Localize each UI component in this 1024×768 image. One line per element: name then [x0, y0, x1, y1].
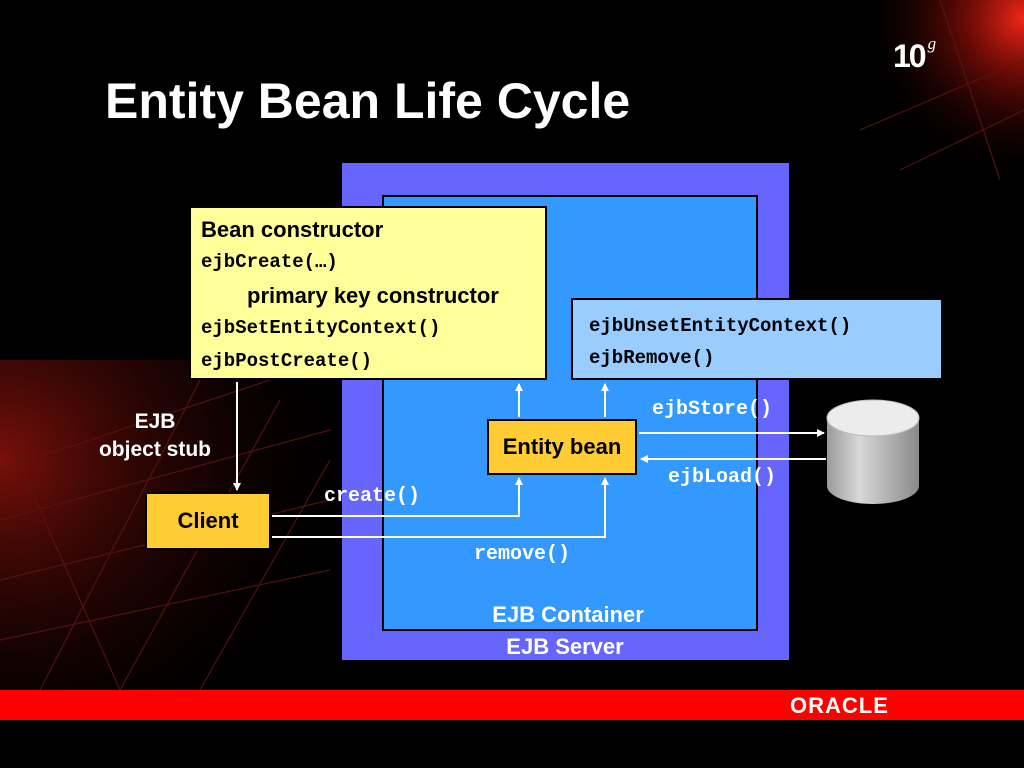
- remove-call-label: remove(): [474, 543, 571, 566]
- ejb-object-stub-label: EJB object stub: [60, 408, 250, 464]
- stub-label-line2: object stub: [98, 438, 211, 461]
- ejbunsetentitycontext-text: ejbUnsetEntityContext(): [589, 315, 852, 337]
- remove-lifecycle-box: ejbUnsetEntityContext() ejbRemove(): [571, 298, 943, 380]
- entity-bean-box: Entity bean: [487, 419, 637, 475]
- client-box: Client: [145, 492, 271, 550]
- database-icon: [826, 399, 920, 504]
- footer-bar: [0, 690, 1024, 720]
- ejbpostcreate-text: ejbPostCreate(): [201, 350, 373, 372]
- primary-key-constructor-text: primary key constructor: [247, 283, 499, 308]
- top-right-glow: [840, 0, 1024, 180]
- version-logo-superscript: g: [927, 34, 936, 53]
- ejbsetentitycontext-text: ejbSetEntityContext(): [201, 317, 441, 339]
- ejbload-label: ejbLoad(): [668, 466, 777, 489]
- ejbremove-text: ejbRemove(): [589, 347, 715, 369]
- create-call-arrow: [272, 477, 523, 517]
- create-lifecycle-box: Bean constructor ejbCreate(…) primary ke…: [189, 206, 547, 380]
- stub-label-line1: EJB: [134, 410, 176, 433]
- oracle-logo: ORACLE: [790, 693, 889, 718]
- bean-constructor-text: Bean constructor: [201, 217, 384, 242]
- remove-call-arrow: [272, 477, 609, 538]
- ejb-server-label: EJB Server: [506, 634, 624, 659]
- create-call-label: create(): [324, 485, 421, 508]
- ejb-container-label: EJB Container: [492, 602, 644, 627]
- ejbcreate-text: ejbCreate(…): [201, 251, 338, 273]
- version-logo-number: 10: [893, 38, 927, 74]
- slide-title: Entity Bean Life Cycle: [105, 73, 631, 129]
- ejbstore-label: ejbStore(): [652, 398, 773, 421]
